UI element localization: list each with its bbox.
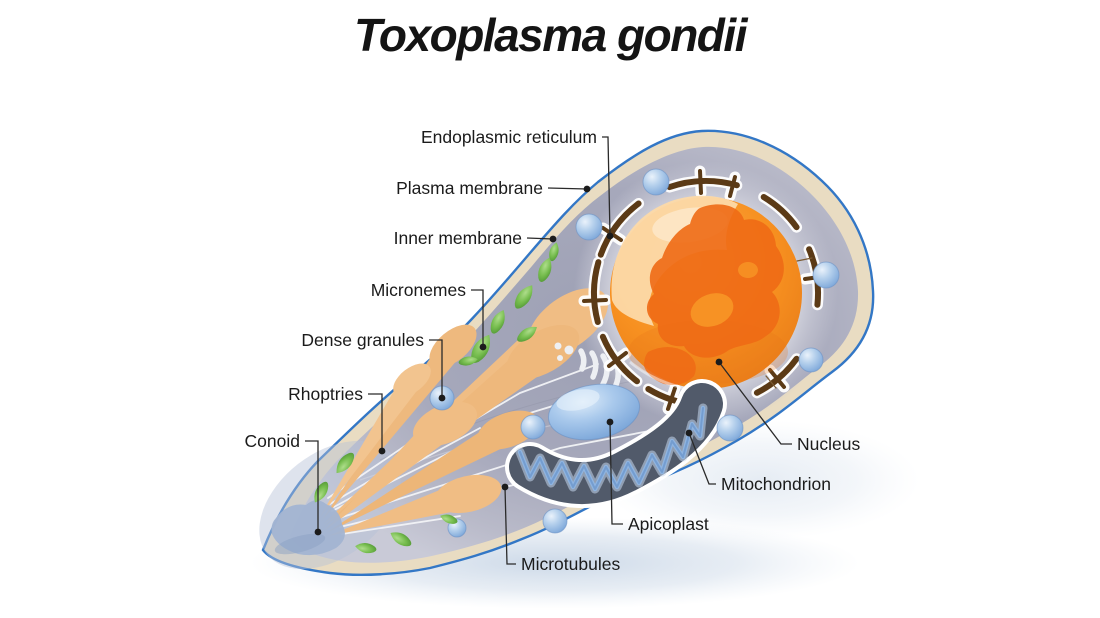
label-plasma-membrane: Plasma membrane (396, 178, 543, 198)
er-ticks (582, 169, 829, 411)
label-apicoplast: Apicoplast (628, 514, 709, 534)
connector-dots (314, 185, 723, 536)
mitochondrion (505, 379, 727, 508)
labels: Endoplasmic reticulum Plasma membrane In… (245, 127, 861, 574)
label-inner-membrane: Inner membrane (394, 228, 522, 248)
nucleus (610, 195, 802, 392)
connector-lines (305, 136, 792, 565)
label-dense-granules: Dense granules (301, 330, 424, 350)
label-mitochondrion: Mitochondrion (721, 474, 831, 494)
label-rhoptries: Rhoptries (288, 384, 363, 404)
er-threads (765, 257, 813, 389)
label-endoplasmic-reticulum: Endoplasmic reticulum (421, 127, 597, 147)
mitochondrion-cristae (515, 403, 708, 494)
label-micronemes: Micronemes (371, 280, 467, 300)
nucleus-chromatin (646, 204, 784, 358)
label-microtubules: Microtubules (521, 554, 620, 574)
apicoplast (547, 383, 641, 441)
label-conoid: Conoid (245, 431, 300, 451)
endoplasmic-reticulum (578, 165, 833, 415)
rhoptries (318, 288, 609, 536)
conoid (271, 500, 345, 556)
diagram-title: Toxoplasma gondii (354, 9, 747, 61)
label-nucleus: Nucleus (797, 434, 860, 454)
